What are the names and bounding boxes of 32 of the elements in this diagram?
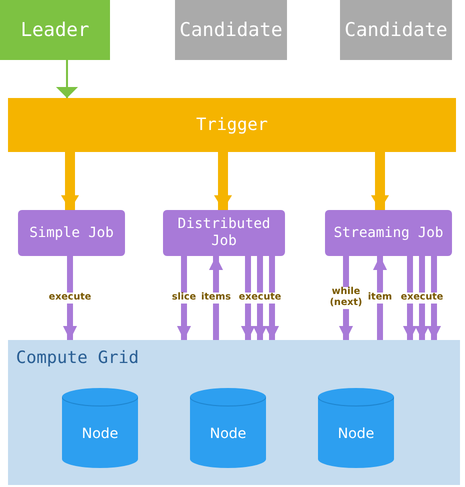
edge-label: execute — [48, 292, 92, 304]
arrow — [415, 256, 429, 340]
arrow — [253, 256, 267, 340]
arrow — [209, 256, 223, 340]
database-cylinder: Node — [318, 388, 394, 468]
arrow — [177, 256, 191, 340]
arrow — [373, 256, 387, 340]
job-box: Distributed Job — [163, 210, 285, 256]
database-cylinder: Node — [62, 388, 138, 468]
arrow — [61, 152, 79, 210]
arrow — [427, 256, 441, 340]
edge-label: items — [200, 292, 232, 304]
role-box: Candidate — [175, 0, 287, 60]
edge-label: execute — [400, 292, 444, 304]
arrow — [371, 152, 389, 210]
arrow — [265, 256, 279, 340]
arrow — [241, 256, 255, 340]
arrow — [56, 60, 78, 98]
group-panel — [8, 340, 460, 485]
job-box: Simple Job — [18, 210, 125, 256]
trigger-bar: Trigger — [8, 98, 456, 152]
edge-label: slice — [170, 292, 198, 304]
database-cylinder: Node — [190, 388, 266, 468]
edge-label: item — [366, 292, 394, 304]
edge-label: execute — [238, 292, 282, 304]
panel-title: Compute Grid — [16, 348, 139, 368]
role-box: Candidate — [340, 0, 452, 60]
role-box: Leader — [0, 0, 110, 60]
arrow — [63, 256, 77, 340]
arrow — [214, 152, 232, 210]
job-box: Streaming Job — [325, 210, 452, 256]
arrow — [403, 256, 417, 340]
